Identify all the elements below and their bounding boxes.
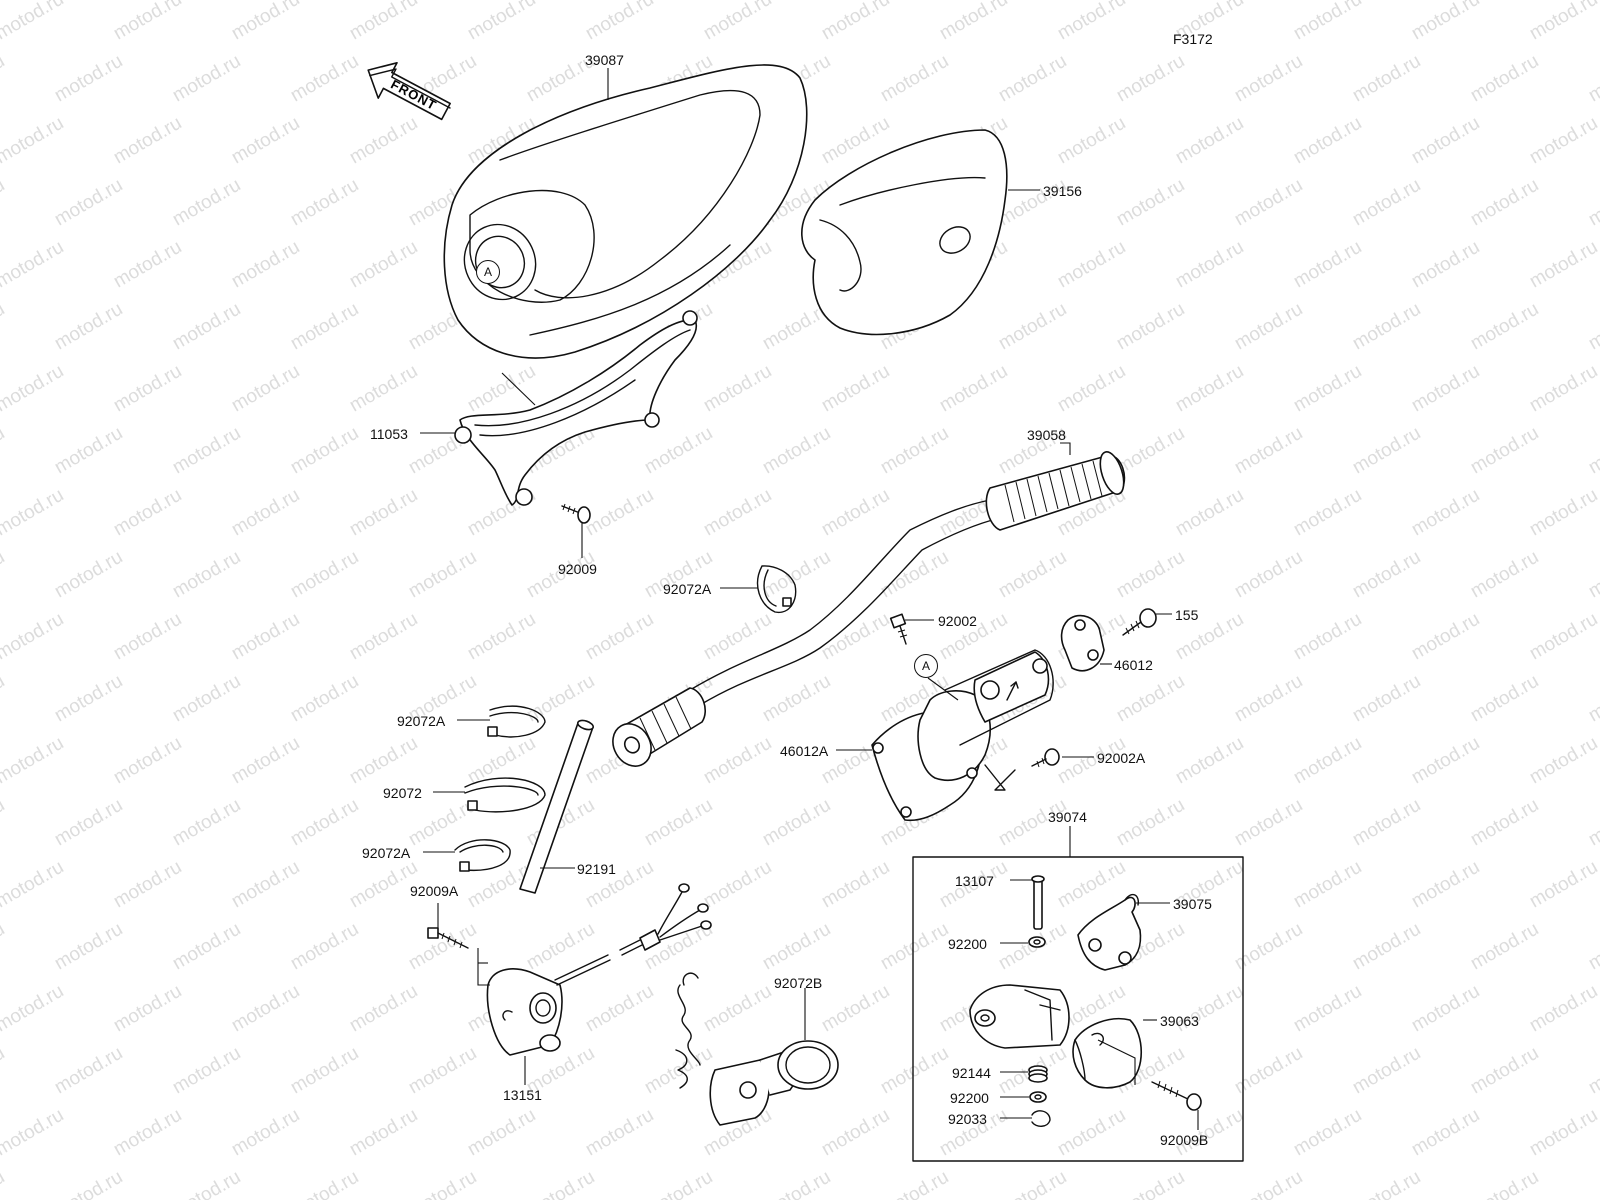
part-number-39087: 39087 (585, 52, 624, 68)
part-92009B-bolt (1151, 1080, 1202, 1111)
part-92009A-bolt (427, 927, 469, 949)
part-number-46012: 46012 (1114, 657, 1153, 673)
part-number-92200-top: 92200 (948, 936, 987, 952)
part-number-39058: 39058 (1027, 427, 1066, 443)
part-46012-clamp-body (917, 649, 1054, 791)
leader-lines (420, 68, 1199, 1130)
part-13107-pin (1031, 875, 1045, 930)
part-11053-bracket (454, 310, 698, 506)
part-number-46012a: 46012A (780, 743, 829, 759)
part-number-155: 155 (1175, 607, 1199, 623)
part-number-92072a-mid: 92072A (397, 713, 446, 729)
part-number-92002: 92002 (938, 613, 977, 629)
part-number-92072: 92072 (383, 785, 422, 801)
part-39063-cover (1072, 1017, 1142, 1089)
part-92144-spring (1028, 1065, 1048, 1083)
part-number-13107: 13107 (955, 873, 994, 889)
part-number-92009b: 92009B (1160, 1132, 1209, 1148)
part-number-92033: 92033 (948, 1111, 987, 1127)
part-number-92002a: 92002A (1097, 750, 1146, 766)
reference-marker-a-mid: A (914, 654, 938, 678)
part-number-39063: 39063 (1160, 1013, 1199, 1029)
part-92072A-tie-top (757, 565, 797, 614)
part-number-39074: 39074 (1048, 809, 1087, 825)
part-92072A-tie-mid (487, 705, 546, 738)
part-number-39075: 39075 (1173, 896, 1212, 912)
part-92072-tie (464, 777, 546, 813)
front-arrow-icon: FRONT (367, 61, 451, 121)
left-grip-ridges (639, 696, 692, 751)
part-switch-housing (969, 984, 1070, 1049)
figure-code: F3172 (1173, 31, 1213, 47)
part-92200-washer-top (1028, 936, 1046, 948)
part-46012-clamp-cap (1060, 614, 1105, 672)
part-92009-bolt (561, 503, 591, 524)
part-155-bolt (1122, 608, 1157, 636)
part-number-92191: 92191 (577, 861, 616, 877)
part-39156-cover (801, 129, 1008, 336)
part-number-39156: 39156 (1043, 183, 1082, 199)
part-39075-lever (1077, 893, 1142, 971)
part-number-92200-low: 92200 (950, 1090, 989, 1106)
part-92033-clip (1031, 1110, 1051, 1127)
part-number-92072a-top: 92072A (663, 581, 712, 597)
part-number-92009: 92009 (558, 561, 597, 577)
reference-marker-a-top: A (476, 260, 500, 284)
part-92002-bolt (889, 613, 908, 645)
part-number-92144: 92144 (952, 1065, 991, 1081)
part-92002A-bolt (1031, 748, 1060, 768)
part-39087-cover (443, 64, 808, 359)
part-39058-handlebar (612, 451, 1126, 767)
part-number-11053: 11053 (370, 426, 408, 442)
part-number-92072b: 92072B (774, 975, 823, 991)
part-number-92072a-low: 92072A (362, 845, 411, 861)
part-92191-tube (519, 719, 595, 894)
right-grip-ridges (1004, 460, 1103, 523)
part-number-13151: 13151 (503, 1087, 542, 1103)
part-92072A-tie-low (454, 839, 511, 872)
part-13151-switch (477, 883, 712, 1056)
part-number-92009a: 92009A (410, 883, 459, 899)
part-92072B-lanyard (675, 972, 839, 1126)
part-92200-washer-low (1029, 1091, 1047, 1103)
assembly-39074-box (912, 826, 1244, 1162)
